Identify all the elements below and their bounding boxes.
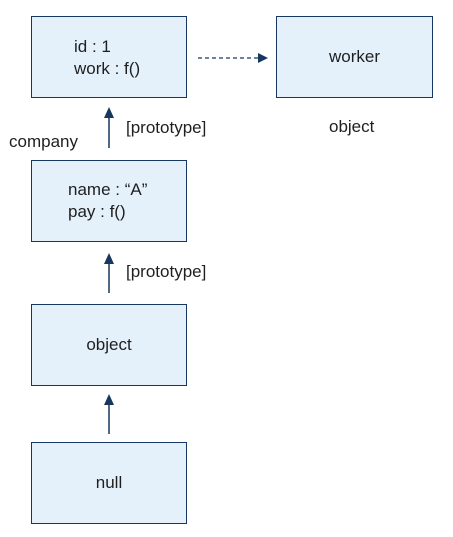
company-variable-label: company xyxy=(9,132,78,151)
arrow-head-3 xyxy=(104,394,114,405)
arrow-head-2 xyxy=(104,253,114,264)
company-id-property: id : 1 xyxy=(74,37,111,56)
company-work-method: work : f() xyxy=(74,59,141,78)
prototype-name-property: name : “A” xyxy=(68,180,148,199)
prototype-pay-method: pay : f() xyxy=(68,202,126,221)
null-box: null xyxy=(31,442,187,524)
arrow-head-1 xyxy=(104,107,114,118)
object-prototype-box: object xyxy=(31,304,187,386)
prototype-object-box: name : “A” pay : f() xyxy=(31,160,187,242)
prototype-link-label-1: [prototype] xyxy=(126,118,207,137)
null-label: null xyxy=(95,473,123,492)
worker-label: worker xyxy=(328,47,380,66)
dashed-arrow-head xyxy=(258,53,268,63)
worker-object-box: worker xyxy=(276,16,433,98)
object-label: object xyxy=(86,335,132,354)
prototype-link-label-2: [prototype] xyxy=(126,262,207,281)
worker-type-label: object xyxy=(329,117,375,136)
company-object-box: id : 1 work : f() xyxy=(31,16,187,98)
